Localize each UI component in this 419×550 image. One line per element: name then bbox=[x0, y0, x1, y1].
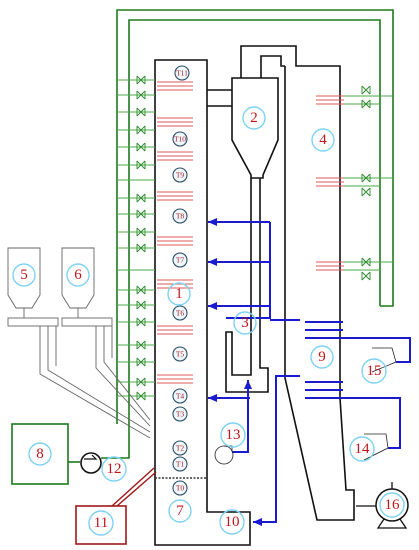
svg-text:14: 14 bbox=[355, 441, 371, 457]
thermocouple-t11: T11 bbox=[174, 65, 190, 81]
label-13: 13 bbox=[220, 422, 246, 448]
thermocouple-t10: T10 bbox=[172, 131, 188, 147]
pump-12 bbox=[80, 452, 102, 474]
thermocouple-markers: T11 T10 T9 T8 T7 T6 T5 T4 T3 T2 T1 T0 bbox=[172, 65, 190, 496]
thermocouple-t0: T0 bbox=[172, 480, 188, 496]
svg-text:12: 12 bbox=[107, 461, 122, 477]
svg-text:10: 10 bbox=[225, 514, 240, 530]
control-box-8 bbox=[11, 423, 69, 485]
thermocouple-t5: T5 bbox=[172, 346, 188, 362]
fan-15 bbox=[371, 347, 397, 373]
induced-fan-16 bbox=[356, 482, 409, 529]
fan-13 bbox=[214, 445, 234, 465]
svg-text:T2: T2 bbox=[176, 444, 185, 453]
thermocouple-t1: T1 bbox=[172, 456, 188, 472]
thermocouple-t2: T2 bbox=[172, 440, 188, 456]
svg-text:15: 15 bbox=[367, 363, 382, 379]
thermocouple-t4: T4 bbox=[172, 388, 188, 404]
component-labels: 1 2 3 4 5 6 7 8 9 10 11 12 13 14 15 16 bbox=[12, 106, 405, 536]
flow-arrows bbox=[208, 218, 262, 526]
svg-text:5: 5 bbox=[20, 267, 28, 283]
label-14: 14 bbox=[349, 436, 375, 462]
label-10: 10 bbox=[219, 509, 245, 535]
label-12: 12 bbox=[101, 456, 127, 482]
valve-group bbox=[136, 75, 371, 401]
label-8: 8 bbox=[28, 442, 52, 466]
cyclone bbox=[207, 45, 301, 393]
svg-text:T6: T6 bbox=[176, 309, 185, 318]
label-5: 5 bbox=[12, 263, 36, 287]
svg-text:4: 4 bbox=[319, 132, 327, 148]
svg-text:11: 11 bbox=[94, 515, 108, 531]
thermocouple-t6: T6 bbox=[172, 305, 188, 321]
svg-text:2: 2 bbox=[250, 110, 258, 126]
label-11: 11 bbox=[88, 510, 114, 536]
svg-text:T4: T4 bbox=[176, 392, 185, 401]
label-7: 7 bbox=[168, 499, 192, 523]
svg-text:8: 8 bbox=[36, 446, 44, 462]
fan-14 bbox=[363, 433, 389, 461]
label-16: 16 bbox=[379, 492, 405, 518]
furnace bbox=[154, 59, 251, 546]
svg-text:13: 13 bbox=[226, 427, 241, 443]
thermocouple-t9: T9 bbox=[172, 167, 188, 183]
svg-text:T9: T9 bbox=[176, 171, 185, 180]
svg-text:3: 3 bbox=[241, 315, 249, 331]
thermocouple-t7: T7 bbox=[172, 252, 188, 268]
unit-box-11 bbox=[75, 505, 127, 545]
svg-text:1: 1 bbox=[175, 286, 183, 302]
svg-text:T5: T5 bbox=[176, 350, 185, 359]
label-9: 9 bbox=[310, 345, 334, 369]
label-6: 6 bbox=[66, 263, 90, 287]
label-4: 4 bbox=[311, 128, 335, 152]
svg-text:9: 9 bbox=[318, 349, 326, 365]
thermocouple-t3: T3 bbox=[172, 406, 188, 422]
svg-text:T10: T10 bbox=[174, 135, 186, 144]
svg-text:T11: T11 bbox=[176, 69, 188, 78]
furnace-heat-exchanger-tubes bbox=[157, 81, 193, 384]
svg-text:T8: T8 bbox=[176, 212, 185, 221]
blue-piping bbox=[208, 221, 411, 523]
label-2: 2 bbox=[242, 106, 266, 130]
label-15: 15 bbox=[361, 358, 387, 384]
svg-text:T7: T7 bbox=[176, 256, 185, 265]
svg-text:7: 7 bbox=[176, 503, 184, 519]
fuel-silos bbox=[7, 247, 113, 327]
svg-text:T0: T0 bbox=[176, 484, 185, 493]
svg-text:6: 6 bbox=[74, 267, 82, 283]
svg-text:T3: T3 bbox=[176, 410, 185, 419]
thermocouple-t8: T8 bbox=[172, 208, 188, 224]
label-3: 3 bbox=[233, 311, 257, 335]
conveyor-lines bbox=[39, 326, 151, 439]
back-pass bbox=[284, 65, 355, 521]
svg-text:T1: T1 bbox=[176, 460, 185, 469]
svg-text:16: 16 bbox=[385, 497, 401, 513]
label-1: 1 bbox=[167, 282, 191, 306]
